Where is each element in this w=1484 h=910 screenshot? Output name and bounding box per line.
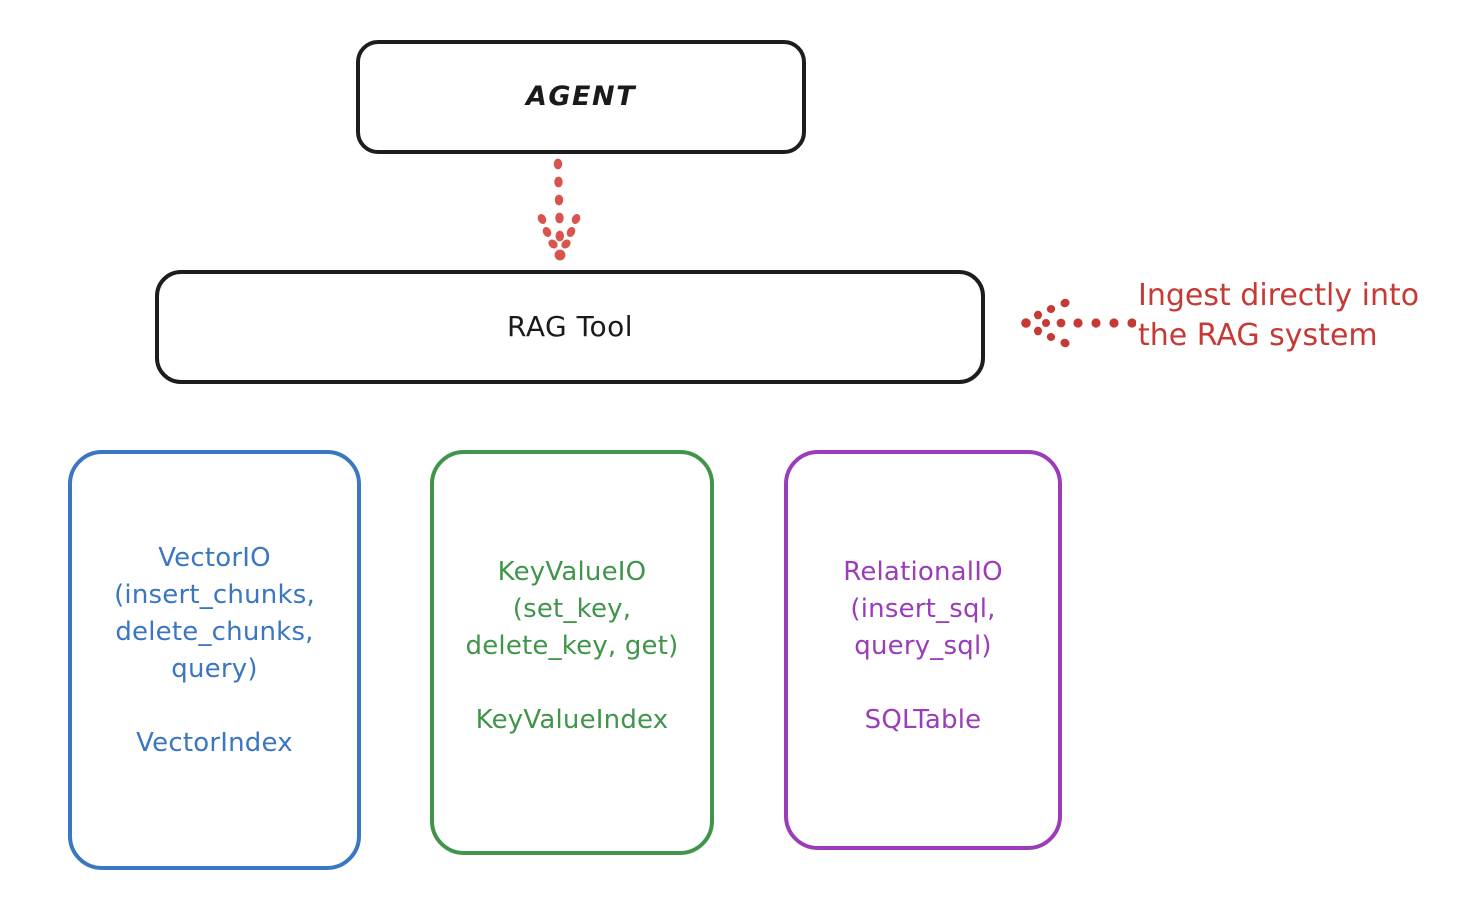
node-relational-io[interactable]: RelationalIO (insert_sql, query_sql) SQL… [784, 450, 1062, 850]
annotation-ingest-text: Ingest directly into the RAG system [1138, 278, 1420, 353]
node-rag-tool-label: RAG Tool [507, 310, 633, 344]
node-relational-io-label: RelationalIO (insert_sql, query_sql) SQL… [843, 557, 1003, 735]
connector-agent-to-rag-tool [506, 158, 616, 270]
node-rag-tool[interactable]: RAG Tool [155, 270, 985, 384]
ingest-arrow-icon [1018, 296, 1137, 350]
node-key-value-io[interactable]: KeyValueIO (set_key, delete_key, get) Ke… [430, 450, 714, 855]
node-vector-io[interactable]: VectorIO (insert_chunks, delete_chunks, … [68, 450, 361, 870]
node-key-value-io-label: KeyValueIO (set_key, delete_key, get) Ke… [465, 557, 679, 735]
node-agent-label: AGENT [525, 80, 636, 112]
node-vector-io-label: VectorIO (insert_chunks, delete_chunks, … [114, 543, 315, 758]
node-agent[interactable]: AGENT [356, 40, 806, 154]
